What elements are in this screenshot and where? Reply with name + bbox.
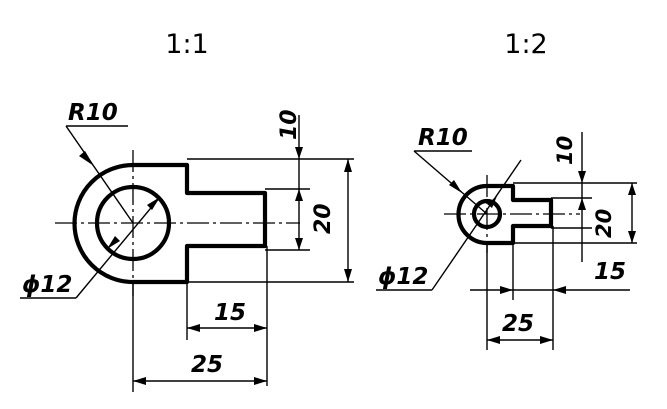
dim25-arrow-right-1-1 — [254, 377, 267, 385]
dim20-label-1-2: 20 — [592, 209, 616, 238]
radius-label-1-2: R10 — [418, 125, 468, 151]
radius-label-1-1: R10 — [68, 100, 118, 126]
dim15-label-1-1: 15 — [214, 300, 246, 326]
dim15-arrow-right-1-1 — [254, 324, 267, 332]
dim25-label-1-1: 25 — [191, 352, 223, 378]
diameter-leader-1-2 — [431, 159, 522, 291]
radius-arrow-1-1 — [79, 151, 94, 166]
view-1-1: 1:1 R10 ϕ12 10 20 — [20, 29, 354, 392]
dim10-arrow-top-1-2 — [578, 171, 586, 183]
diameter-leader-1-1 — [75, 196, 161, 299]
dim25-arrow-left-1-1 — [133, 377, 146, 385]
radius-leader-1-2 — [413, 150, 488, 215]
radius-leader-1-1 — [65, 125, 134, 224]
dim15-arrow-left-1-2 — [500, 286, 513, 294]
scale-label-1-2: 1:2 — [504, 29, 547, 60]
diameter-arrow-bottom-1-1 — [107, 236, 120, 249]
dim20-arrow-1-1 — [295, 238, 303, 250]
diameter-arrow-top-1-1 — [147, 197, 160, 210]
dim-overall-arrow-top-1-1 — [344, 159, 352, 172]
dim10-arrow-top-1-1 — [295, 147, 303, 159]
diameter-label-1-2: ϕ12 — [378, 264, 428, 290]
dim-overall-arrow-bottom-1-2 — [628, 231, 636, 243]
dim15-arrow-right-1-2 — [553, 286, 566, 294]
diameter-label-1-1: ϕ12 — [22, 272, 72, 298]
dim25-arrow-left-1-2 — [487, 336, 500, 344]
dim25-arrow-right-1-2 — [540, 336, 553, 344]
dim-overall-arrow-top-1-2 — [628, 183, 636, 195]
diameter-arrow-1-2 — [487, 196, 497, 208]
scale-label-1-1: 1:1 — [165, 29, 208, 60]
radius-arrow-1-2 — [449, 180, 462, 193]
dim15-arrow-left-1-1 — [187, 324, 200, 332]
part-outline-1-1 — [72, 162, 268, 285]
dim25-label-1-2: 25 — [502, 311, 534, 337]
view-1-2: 1:2 R10 ϕ12 10 20 — [376, 29, 637, 350]
part-outline-1-2 — [456, 183, 554, 246]
dim-overall-arrow-bottom-1-1 — [344, 269, 352, 282]
dim15-label-1-2: 15 — [594, 259, 626, 285]
dim10-label-1-1: 10 — [277, 109, 302, 140]
dim20-label-1-1: 20 — [311, 203, 336, 234]
dim10-label-1-2: 10 — [553, 136, 577, 165]
dim10-arrow-bottom-1-2 — [578, 198, 586, 210]
